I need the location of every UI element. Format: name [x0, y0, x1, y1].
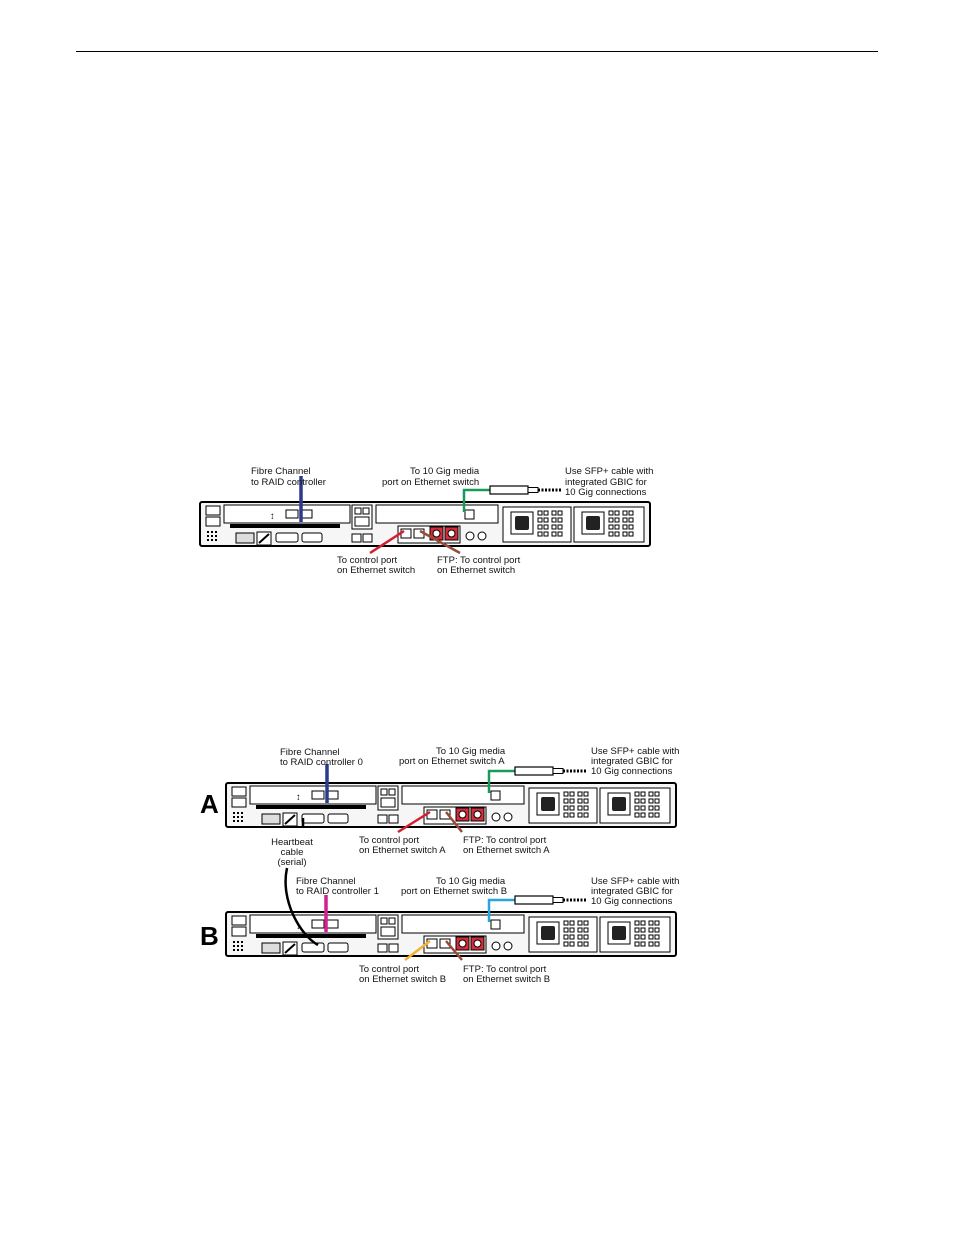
server-1	[199, 501, 651, 547]
ten-gig-a-cable	[487, 769, 515, 793]
ftp-cable	[419, 529, 461, 555]
control-a-cable	[397, 810, 431, 834]
control-b-cable	[404, 940, 431, 961]
server-a	[225, 782, 677, 828]
server-a-letter: A	[200, 789, 219, 819]
control-cable	[369, 529, 405, 555]
ftp-b-cable	[445, 940, 463, 961]
server-b-letter: B	[200, 921, 219, 951]
server-b	[225, 911, 677, 957]
sfp-cable-b	[513, 894, 589, 906]
ten-gig-cable	[462, 488, 490, 512]
ftp-a-cable	[445, 811, 463, 833]
heartbeat-cable	[284, 818, 319, 947]
ten-gig-b-cable	[487, 898, 515, 922]
sfp-cable	[488, 484, 564, 496]
sfp-cable-a	[513, 765, 589, 777]
header-rule	[76, 51, 878, 52]
